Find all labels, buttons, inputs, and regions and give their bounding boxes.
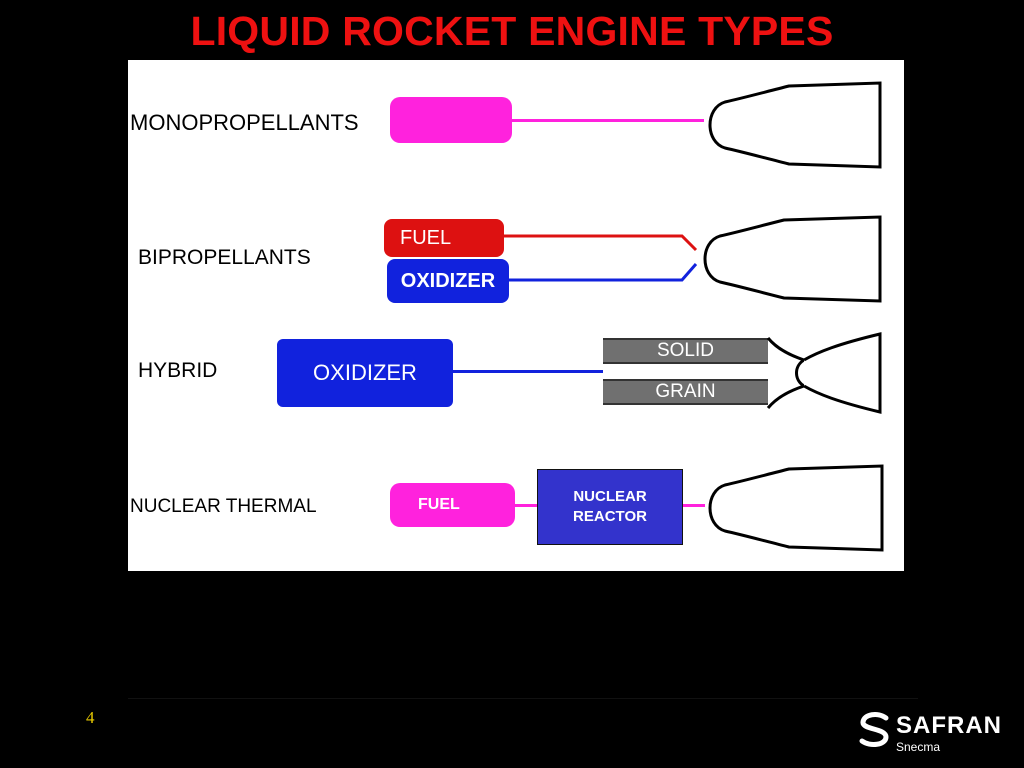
logo-wordmark: SAFRAN	[896, 712, 1002, 739]
rocket-nozzle-icon	[766, 332, 882, 414]
safran-logo-icon	[859, 712, 889, 747]
rocket-nozzle-icon	[703, 215, 882, 303]
footer-divider	[128, 698, 918, 699]
hybrid-feed-line	[453, 370, 603, 373]
reactor-label-line1: NUCLEAR	[573, 488, 647, 505]
monopropellant-feed-line	[512, 119, 704, 122]
bipropellant-fuel-tank: FUEL	[384, 219, 504, 257]
safran-logo: SAFRAN Snecma	[858, 708, 1018, 758]
rocket-nozzle-icon	[708, 464, 884, 552]
reactor-feed-line	[683, 504, 705, 507]
nuclear-fuel-tank: FUEL	[390, 483, 515, 527]
nuclear-fuel-line	[515, 504, 537, 507]
bipropellant-feed-lines	[504, 234, 698, 282]
bipropellant-oxidizer-tank: OXIDIZER	[387, 259, 509, 303]
logo-subtitle: Snecma	[896, 740, 941, 754]
monopropellant-tank	[390, 97, 512, 143]
nuclear-thermal-label: NUCLEAR THERMAL	[130, 496, 317, 517]
diagram-panel: MONOPROPELLANTS BIPROPELLANTS FUEL OXIDI…	[128, 60, 904, 571]
hybrid-oxidizer-tank: OXIDIZER	[277, 339, 453, 407]
bipropellants-label: BIPROPELLANTS	[138, 246, 311, 269]
solid-grain-upper: SOLID	[603, 338, 768, 364]
monopropellants-label: MONOPROPELLANTS	[130, 110, 359, 135]
reactor-label-line2: REACTOR	[573, 508, 647, 525]
page-title: LIQUID ROCKET ENGINE TYPES	[190, 8, 834, 54]
page-number: 4	[86, 708, 95, 727]
solid-grain-lower: GRAIN	[603, 379, 768, 405]
nuclear-reactor-block: NUCLEAR REACTOR	[537, 469, 683, 545]
hybrid-label: HYBRID	[138, 359, 218, 382]
rocket-nozzle-icon	[708, 81, 882, 169]
